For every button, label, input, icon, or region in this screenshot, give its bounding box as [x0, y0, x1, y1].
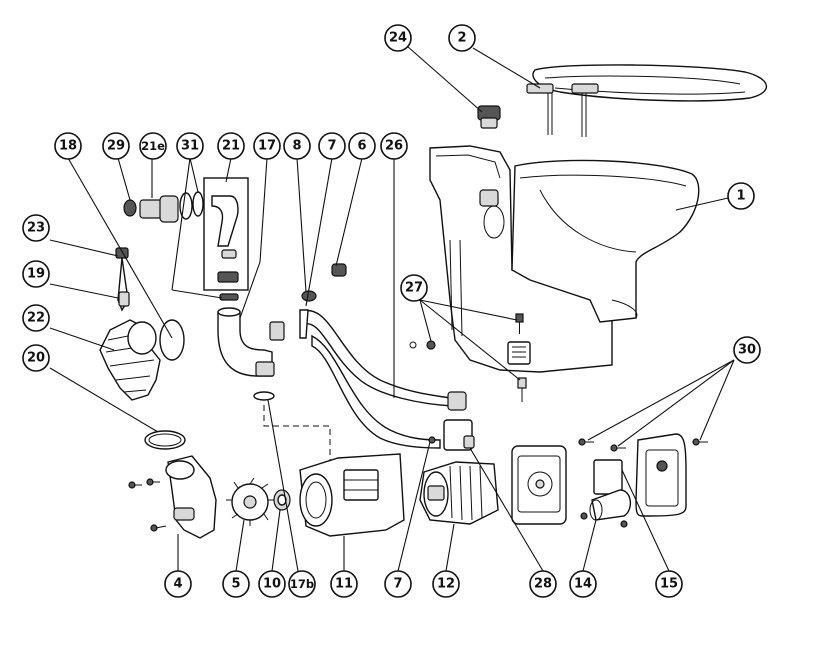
- callout-5: 5: [222, 570, 250, 598]
- part-toilet-bowl: [429, 145, 700, 373]
- callout-4-label: 4: [173, 577, 182, 592]
- callout-6: 6: [348, 132, 376, 160]
- part-outlet-connectors: [123, 177, 249, 301]
- callout-11: 11: [330, 570, 358, 598]
- part-electronics: [578, 433, 708, 528]
- callout-31: 31: [176, 132, 204, 160]
- callout-28: 28: [529, 570, 557, 598]
- callout-23: 23: [22, 214, 50, 242]
- callout-10: 10: [258, 570, 286, 598]
- part-motor: [419, 461, 499, 525]
- part-valve: [115, 247, 130, 312]
- part-pump-housing: [128, 455, 217, 539]
- callout-8: 8: [283, 132, 311, 160]
- part-ring-clamp: [144, 430, 186, 450]
- callout-5-label: 5: [231, 577, 240, 592]
- part-flex-hose: [99, 319, 185, 401]
- leader-lines: [49, 45, 735, 572]
- callout-29-label: 29: [107, 139, 125, 154]
- callout-14-label: 14: [574, 577, 592, 592]
- callout-15: 15: [655, 570, 683, 598]
- part-hoses: [269, 263, 467, 449]
- callout-30: 30: [733, 336, 761, 364]
- callout-4: 4: [164, 570, 192, 598]
- callout-2-label: 2: [457, 31, 466, 46]
- callout-19-label: 19: [27, 267, 45, 282]
- callout-6-label: 6: [357, 139, 366, 154]
- callout-24-label: 24: [389, 31, 407, 46]
- callout-17-label: 17: [258, 139, 276, 154]
- callout-27-label: 27: [405, 281, 423, 296]
- part-control-unit: [511, 445, 567, 525]
- part-screws-bracket: [409, 313, 531, 402]
- callout-17b-label: 17b: [290, 577, 314, 591]
- callout-20-label: 20: [27, 351, 45, 366]
- callout-10-label: 10: [263, 577, 281, 592]
- callout-26: 26: [380, 132, 408, 160]
- part-elbow-pipe: [217, 307, 275, 377]
- callout-24: 24: [384, 24, 412, 52]
- callout-12: 12: [432, 570, 460, 598]
- callout-21-label: 21: [222, 139, 240, 154]
- callout-31-label: 31: [181, 139, 199, 154]
- callout-19: 19: [22, 260, 50, 288]
- callout-11-label: 11: [335, 577, 353, 592]
- callout-7-top-label: 7: [327, 139, 336, 154]
- callout-29: 29: [102, 132, 130, 160]
- callout-17: 17: [253, 132, 281, 160]
- callout-18: 18: [54, 132, 82, 160]
- callout-7-bottom: 7: [384, 570, 412, 598]
- callout-18-label: 18: [59, 139, 77, 154]
- callout-22: 22: [22, 304, 50, 332]
- callout-14: 14: [569, 570, 597, 598]
- callout-26-label: 26: [385, 139, 403, 154]
- callout-30-label: 30: [738, 343, 756, 358]
- callout-2: 2: [448, 24, 476, 52]
- callout-21: 21: [217, 132, 245, 160]
- callout-12-label: 12: [437, 577, 455, 592]
- part-bushing: [273, 489, 291, 511]
- callout-7-bottom-label: 7: [393, 577, 402, 592]
- callout-21e: 21e: [139, 132, 167, 160]
- callout-22-label: 22: [27, 311, 45, 326]
- callout-21e-label: 21e: [141, 139, 165, 153]
- callout-7-top: 7: [318, 132, 346, 160]
- part-motor-housing: [299, 453, 405, 537]
- part-seat-lid: [526, 64, 768, 137]
- part-connector: [428, 419, 475, 451]
- part-seal-17b: [253, 391, 275, 401]
- part-impeller: [226, 477, 274, 526]
- callout-1-label: 1: [736, 189, 745, 204]
- callout-28-label: 28: [534, 577, 552, 592]
- callout-20: 20: [22, 344, 50, 372]
- callout-27: 27: [400, 274, 428, 302]
- part-cap: [477, 105, 501, 129]
- callout-8-label: 8: [292, 139, 301, 154]
- callout-1: 1: [727, 182, 755, 210]
- callout-15-label: 15: [660, 577, 678, 592]
- callout-23-label: 23: [27, 221, 45, 236]
- callout-17b: 17b: [288, 570, 316, 598]
